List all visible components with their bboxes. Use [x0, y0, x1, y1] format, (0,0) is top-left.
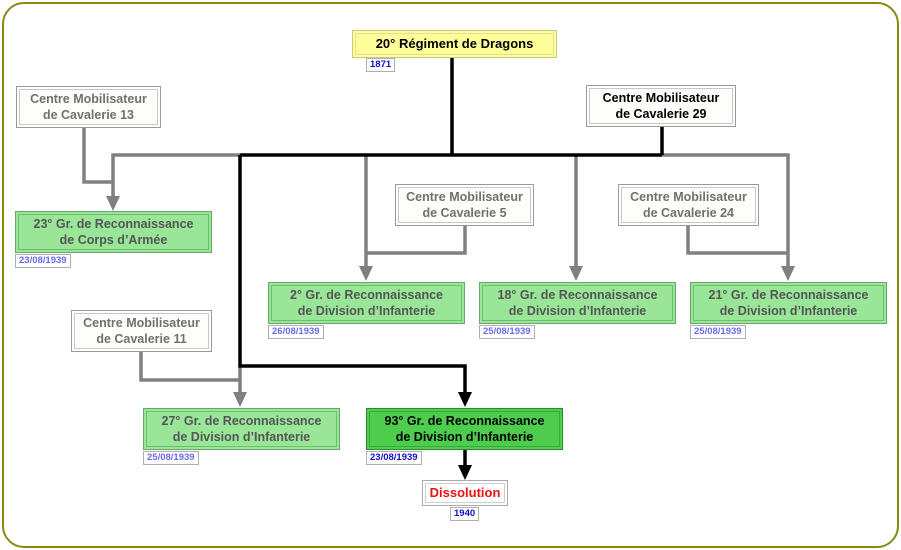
regiment-label: 20° Régiment de Dragons: [375, 36, 534, 51]
arrow-dissolution: [458, 465, 472, 480]
cm11-line2: de Cavalerie 11: [96, 332, 187, 346]
gr27-line1: 27° Gr. de Reconnaissance: [161, 414, 322, 428]
gr93-line2: de Division d’Infanterie: [395, 430, 534, 444]
gr27-node[interactable]: 27° Gr. de Reconnaissance de Division d’I…: [143, 408, 340, 450]
gr18-date: 25/08/1939: [479, 325, 535, 339]
gr21-line2: de Division d’Infanterie: [719, 304, 858, 318]
cm24-line1: Centre Mobilisateur: [630, 190, 747, 204]
arrow-gr27: [233, 392, 247, 407]
cm11-line1: Centre Mobilisateur: [83, 316, 200, 330]
line-main-to-gr93: [238, 155, 467, 396]
gr2-date: 26/08/1939: [268, 325, 324, 339]
gr2-line2: de Division d’Infanterie: [297, 304, 436, 318]
cm29-node[interactable]: Centre Mobilisateur de Cavalerie 29: [586, 85, 736, 127]
cm13-node[interactable]: Centre Mobilisateur de Cavalerie 13: [16, 86, 161, 128]
cm24-node[interactable]: Centre Mobilisateur de Cavalerie 24: [618, 184, 759, 226]
line-cm11-to-gr27: [139, 351, 240, 382]
gr23-line1: 23° Gr. de Reconnaissance: [33, 217, 194, 231]
line-cm5-to-gr2: [366, 226, 467, 255]
line-main-to-gr23: [111, 153, 240, 200]
cm29-line1: Centre Mobilisateur: [602, 91, 720, 105]
cm13-line1: Centre Mobilisateur: [30, 92, 147, 106]
gr23-date: 23/08/1939: [15, 254, 71, 268]
cm24-line2: de Cavalerie 24: [642, 206, 735, 220]
arrow-gr21: [781, 266, 795, 281]
cm5-line2: de Cavalerie 5: [422, 206, 507, 220]
arrow-gr23: [106, 196, 120, 211]
cm13-line2: de Cavalerie 13: [42, 108, 135, 122]
cm5-node[interactable]: Centre Mobilisateur de Cavalerie 5: [395, 184, 534, 226]
cm11-node[interactable]: Centre Mobilisateur de Cavalerie 11: [71, 310, 212, 352]
gr18-line2: de Division d’Infanterie: [508, 304, 647, 318]
arrow-gr2: [359, 266, 373, 281]
gr21-node[interactable]: 21° Gr. de Reconnaissance de Division d’I…: [690, 282, 887, 324]
gr2-line1: 2° Gr. de Reconnaissance: [290, 288, 443, 302]
cm29-line2: de Cavalerie 29: [615, 107, 707, 121]
gr93-line1: 93° Gr. de Reconnaissance: [384, 414, 545, 428]
dissolution-label: Dissolution: [429, 485, 501, 500]
gr18-node[interactable]: 18° Gr. de Reconnaissance de Division d’I…: [479, 282, 676, 324]
line-cm24-to-gr21: [686, 226, 788, 255]
arrow-gr93: [458, 392, 472, 407]
gr23-node[interactable]: 23° Gr. de Reconnaissance de Corps d’Armé…: [15, 211, 212, 253]
gr23-line2: de Corps d’Armée: [59, 233, 168, 247]
dissolution-node[interactable]: Dissolution: [422, 480, 508, 506]
regiment-node[interactable]: 20° Régiment de Dragons: [352, 30, 557, 58]
line-main-to-gr21: [662, 153, 790, 270]
gr2-node[interactable]: 2° Gr. de Reconnaissance de Division d’In…: [268, 282, 465, 324]
regiment-date: 1871: [366, 58, 396, 72]
dissolution-date: 1940: [450, 507, 480, 521]
line-cm13-to-gr23: [82, 127, 113, 184]
gr18-line1: 18° Gr. de Reconnaissance: [497, 288, 658, 302]
cm5-line1: Centre Mobilisateur: [406, 190, 523, 204]
gr21-date: 25/08/1939: [690, 325, 746, 339]
gr93-date: 23/08/1939: [366, 451, 422, 465]
gr93-node[interactable]: 93° Gr. de Reconnaissance de Division d’I…: [366, 408, 563, 450]
gr21-line1: 21° Gr. de Reconnaissance: [708, 288, 869, 302]
gr27-date: 25/08/1939: [143, 451, 199, 465]
gr27-line2: de Division d’Infanterie: [172, 430, 311, 444]
arrow-gr18: [569, 266, 583, 281]
